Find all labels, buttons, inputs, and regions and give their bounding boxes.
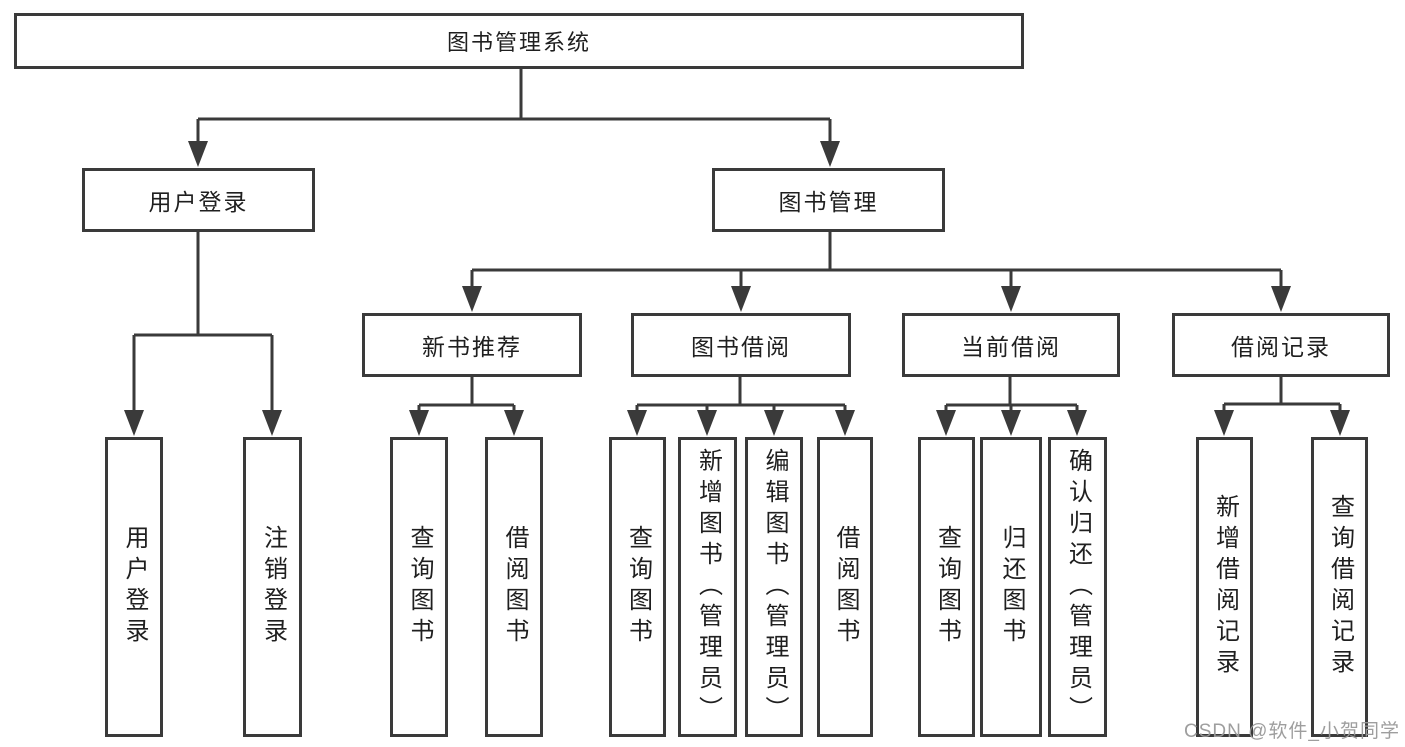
connector-borrow-records-to-children bbox=[1214, 377, 1350, 436]
node-leaf-query-borrow-record: 查询借阅记录 bbox=[1311, 437, 1368, 737]
node-leaf-return-book: 归还图书 bbox=[980, 437, 1042, 737]
csdn-watermark: CSDN @软件_小贺同学 bbox=[1184, 721, 1400, 742]
node-leaf-add-book-admin: 新增图书（管理员） bbox=[678, 437, 737, 737]
connector-book-management-to-level3 bbox=[462, 232, 1291, 312]
node-leaf-user-login: 用户登录 bbox=[105, 437, 163, 737]
node-leaf-query-current: 查询图书 bbox=[918, 437, 975, 737]
connector-user-login-to-children bbox=[124, 232, 282, 436]
node-current-borrow: 当前借阅 bbox=[902, 313, 1120, 377]
node-user-login: 用户登录 bbox=[82, 168, 315, 232]
connector-book-borrow-to-children bbox=[627, 377, 855, 436]
connector-new-book-recommend-to-children bbox=[409, 377, 524, 436]
node-borrow-records: 借阅记录 bbox=[1172, 313, 1390, 377]
node-root-system: 图书管理系统 bbox=[14, 13, 1024, 69]
node-book-management: 图书管理 bbox=[712, 168, 945, 232]
node-leaf-borrow-book: 借阅图书 bbox=[817, 437, 873, 737]
node-leaf-query-book-borrow: 查询图书 bbox=[609, 437, 666, 737]
node-leaf-borrow-book-recommend: 借阅图书 bbox=[485, 437, 543, 737]
node-book-borrow: 图书借阅 bbox=[631, 313, 851, 377]
connector-root-to-level2 bbox=[188, 69, 840, 167]
node-leaf-add-borrow-record: 新增借阅记录 bbox=[1196, 437, 1253, 737]
node-leaf-edit-book-admin: 编辑图书（管理员） bbox=[745, 437, 803, 737]
connector-current-borrow-to-children bbox=[936, 377, 1087, 436]
node-leaf-query-book-recommend: 查询图书 bbox=[390, 437, 448, 737]
node-leaf-confirm-return-admin: 确认归还（管理员） bbox=[1048, 437, 1107, 737]
node-leaf-logout: 注销登录 bbox=[243, 437, 302, 737]
node-new-book-recommend: 新书推荐 bbox=[362, 313, 582, 377]
